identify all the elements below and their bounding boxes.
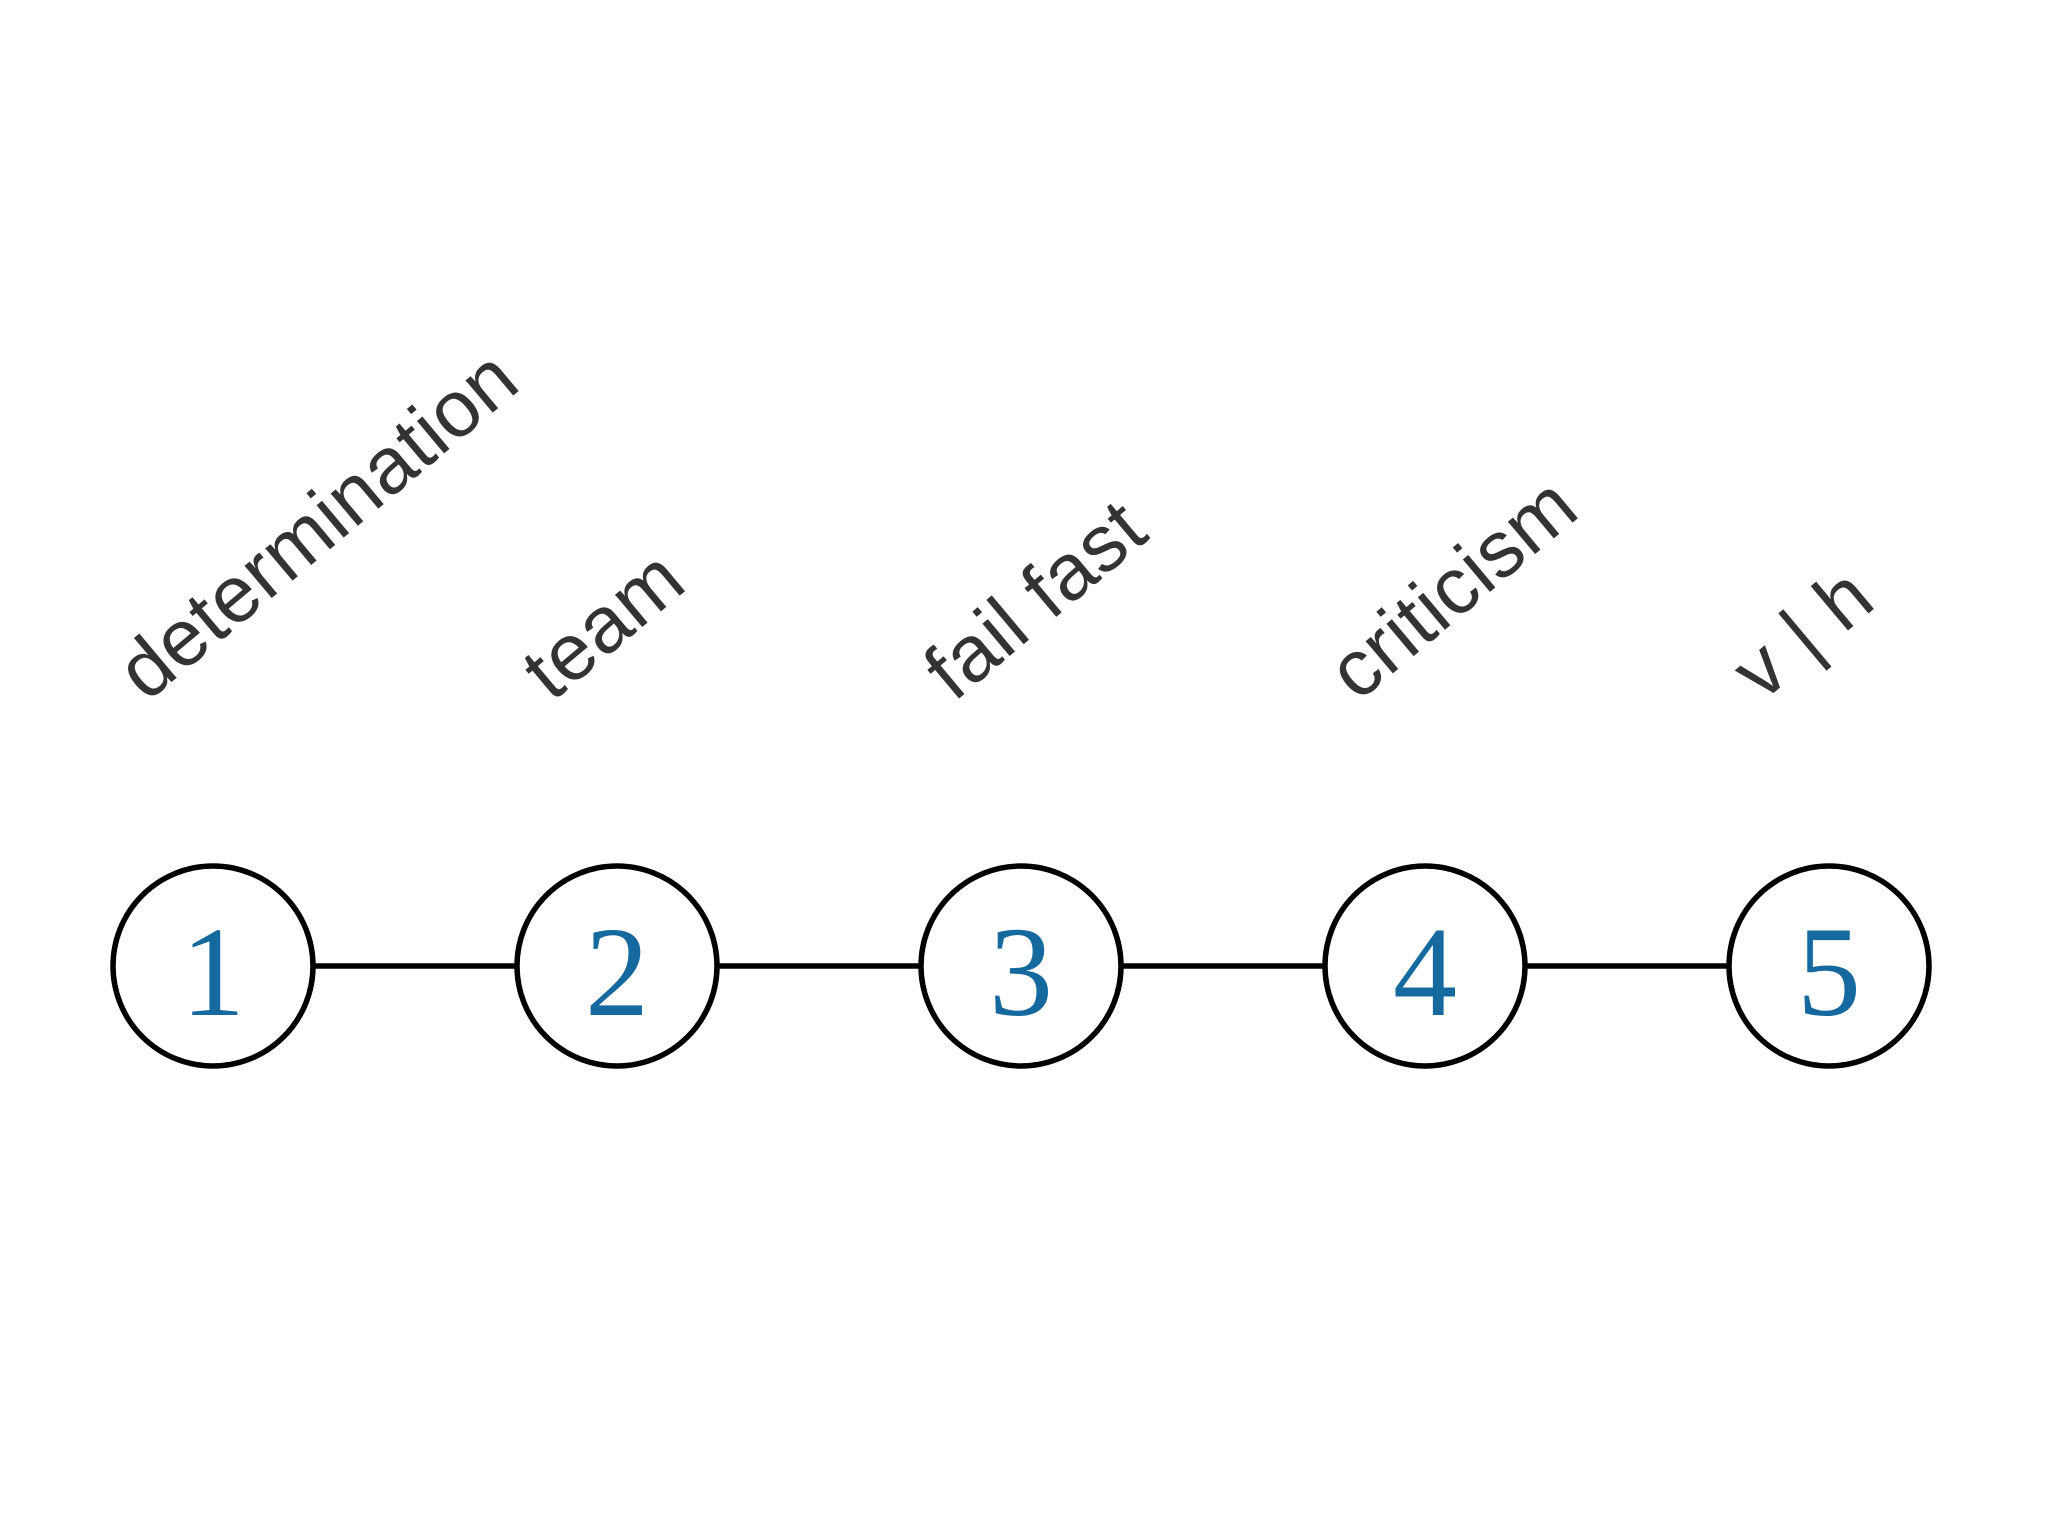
node-circle-1[interactable] — [110, 863, 316, 1069]
node-number-5: 5 — [1797, 901, 1861, 1043]
node-circle-4[interactable] — [1322, 863, 1528, 1069]
node-1[interactable]: 1 — [110, 863, 316, 1069]
node-4[interactable]: 4 — [1322, 863, 1528, 1069]
node-number-3: 3 — [989, 901, 1053, 1043]
node-number-1: 1 — [181, 901, 245, 1043]
node-number-2: 2 — [585, 901, 649, 1043]
node-circle-2[interactable] — [514, 863, 720, 1069]
node-number-4: 4 — [1393, 901, 1457, 1043]
node-circle-5[interactable] — [1726, 863, 1932, 1069]
node-3[interactable]: 3 — [918, 863, 1124, 1069]
node-group: 1 2 3 4 5 — [110, 863, 1932, 1069]
node-2[interactable]: 2 — [514, 863, 720, 1069]
node-5[interactable]: 5 — [1726, 863, 1932, 1069]
node-circle-3[interactable] — [918, 863, 1124, 1069]
